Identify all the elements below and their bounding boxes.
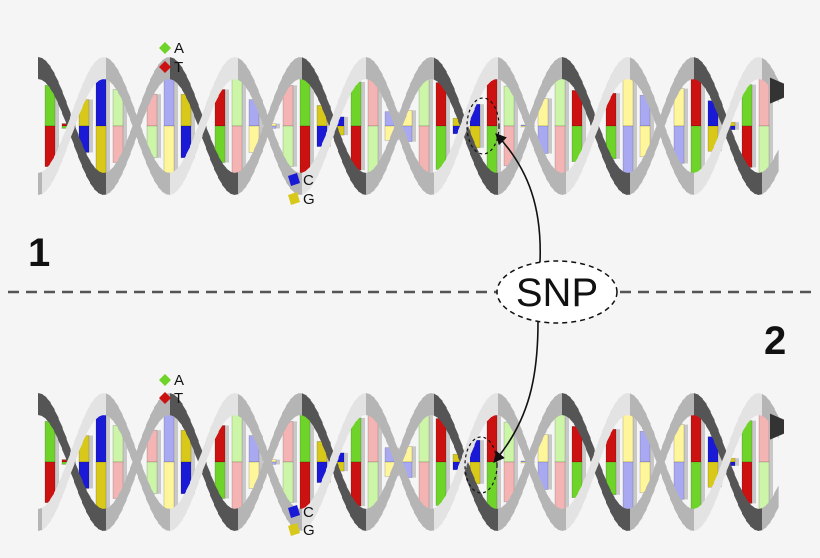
snp-highlight-strand-1 xyxy=(466,97,500,155)
legend-letter: C xyxy=(303,172,314,189)
snp-arrow-up xyxy=(495,133,542,263)
yellow-square-icon xyxy=(288,523,300,536)
dna-helix-2 xyxy=(38,393,784,531)
base-pairs xyxy=(44,411,773,513)
legend-bottom-2-g: G xyxy=(288,522,315,539)
green-diamond-icon xyxy=(159,42,171,54)
snp-callout-bubble xyxy=(496,260,618,324)
strand-1-number: 1 xyxy=(28,231,50,275)
snp-arrow-down xyxy=(493,321,539,463)
red-diamond-icon xyxy=(159,61,171,73)
blue-square-icon xyxy=(288,173,300,186)
blue-square-icon xyxy=(288,505,300,518)
legend-letter: C xyxy=(303,504,314,521)
legend-bottom-1-g: G xyxy=(288,191,315,208)
legend-letter: G xyxy=(303,191,315,208)
snp-label: SNP xyxy=(516,271,598,315)
strand-2-number: 2 xyxy=(764,319,786,363)
legend-top-1-a: A xyxy=(159,40,184,57)
snp-highlight-strand-2 xyxy=(464,436,498,494)
green-diamond-icon xyxy=(159,374,171,386)
legend-top-1-t: T xyxy=(159,59,183,76)
yellow-square-icon xyxy=(288,192,300,205)
dna-helix-1 xyxy=(38,57,784,195)
legend-letter: T xyxy=(174,59,183,76)
legend-bottom-2-c: C xyxy=(288,504,314,521)
legend-letter: G xyxy=(303,522,315,539)
legend-top-2-t: T xyxy=(159,390,183,407)
legend-top-2-a: A xyxy=(159,372,184,389)
legend-letter: T xyxy=(174,390,183,407)
legend-letter: A xyxy=(174,40,184,57)
legend-letter: A xyxy=(174,372,184,389)
legend-bottom-1-c: C xyxy=(288,172,314,189)
red-diamond-icon xyxy=(159,392,171,404)
